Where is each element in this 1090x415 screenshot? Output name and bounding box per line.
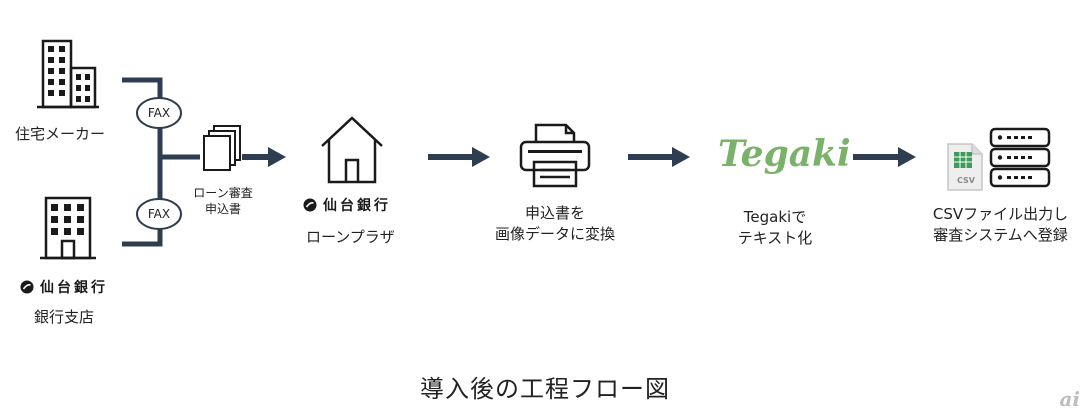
arrow-plaza-to-scan bbox=[428, 147, 490, 167]
server-rack-icon bbox=[989, 127, 1051, 188]
arrow-docs-to-plaza bbox=[242, 147, 286, 167]
bracket-line bbox=[122, 77, 163, 247]
loan-plaza-label: ローンプラザ bbox=[306, 228, 395, 246]
arrow-scan-to-tegaki bbox=[628, 147, 690, 167]
fax-bottom-ellipse bbox=[136, 198, 182, 230]
bank-branch-label: 銀行支店 bbox=[34, 308, 95, 326]
tegaki-logo: Tegaki bbox=[718, 133, 851, 175]
documents-stack-icon bbox=[203, 125, 241, 171]
house-icon bbox=[321, 116, 383, 184]
bank-logo-icon bbox=[303, 198, 317, 212]
bank-name-text: 仙台銀行 bbox=[40, 280, 108, 296]
csv-file-icon bbox=[947, 143, 983, 191]
tegaki-label-line1: Tegakiで bbox=[743, 208, 807, 226]
scan-label-line1: 申込書を bbox=[524, 204, 585, 222]
office-building-icon bbox=[37, 39, 99, 109]
housing-maker-label: 住宅メーカー bbox=[15, 125, 106, 143]
bank-logo-icon bbox=[20, 280, 34, 294]
watermark-logo: ai bbox=[1059, 387, 1080, 411]
scan-label-line2: 画像データに変換 bbox=[494, 225, 615, 243]
fax-top-label: FAX bbox=[147, 106, 171, 120]
bank-name-text: 仙台銀行 bbox=[323, 198, 391, 214]
tegaki-label-line2: テキスト化 bbox=[737, 229, 813, 247]
bank-branch-building-icon bbox=[40, 196, 96, 260]
csv-file-text: CSV bbox=[957, 176, 975, 185]
output-label-line1: CSVファイル出力し bbox=[932, 205, 1069, 223]
fax-bottom-label: FAX bbox=[147, 207, 171, 221]
loan-application-label-line2: 申込書 bbox=[204, 202, 241, 216]
arrow-tegaki-to-output bbox=[853, 147, 916, 167]
fax-top-ellipse bbox=[136, 97, 182, 129]
diagram-title: 導入後の工程フロー図 bbox=[420, 375, 670, 403]
bank-logo-branch: 仙台銀行 bbox=[20, 277, 108, 297]
bank-logo-plaza: 仙台銀行 bbox=[303, 195, 391, 215]
scanner-printer-icon bbox=[519, 123, 591, 188]
output-label-line2: 審査システムへ登録 bbox=[933, 226, 1068, 244]
loan-application-label-line1: ローン審査 bbox=[193, 186, 253, 200]
